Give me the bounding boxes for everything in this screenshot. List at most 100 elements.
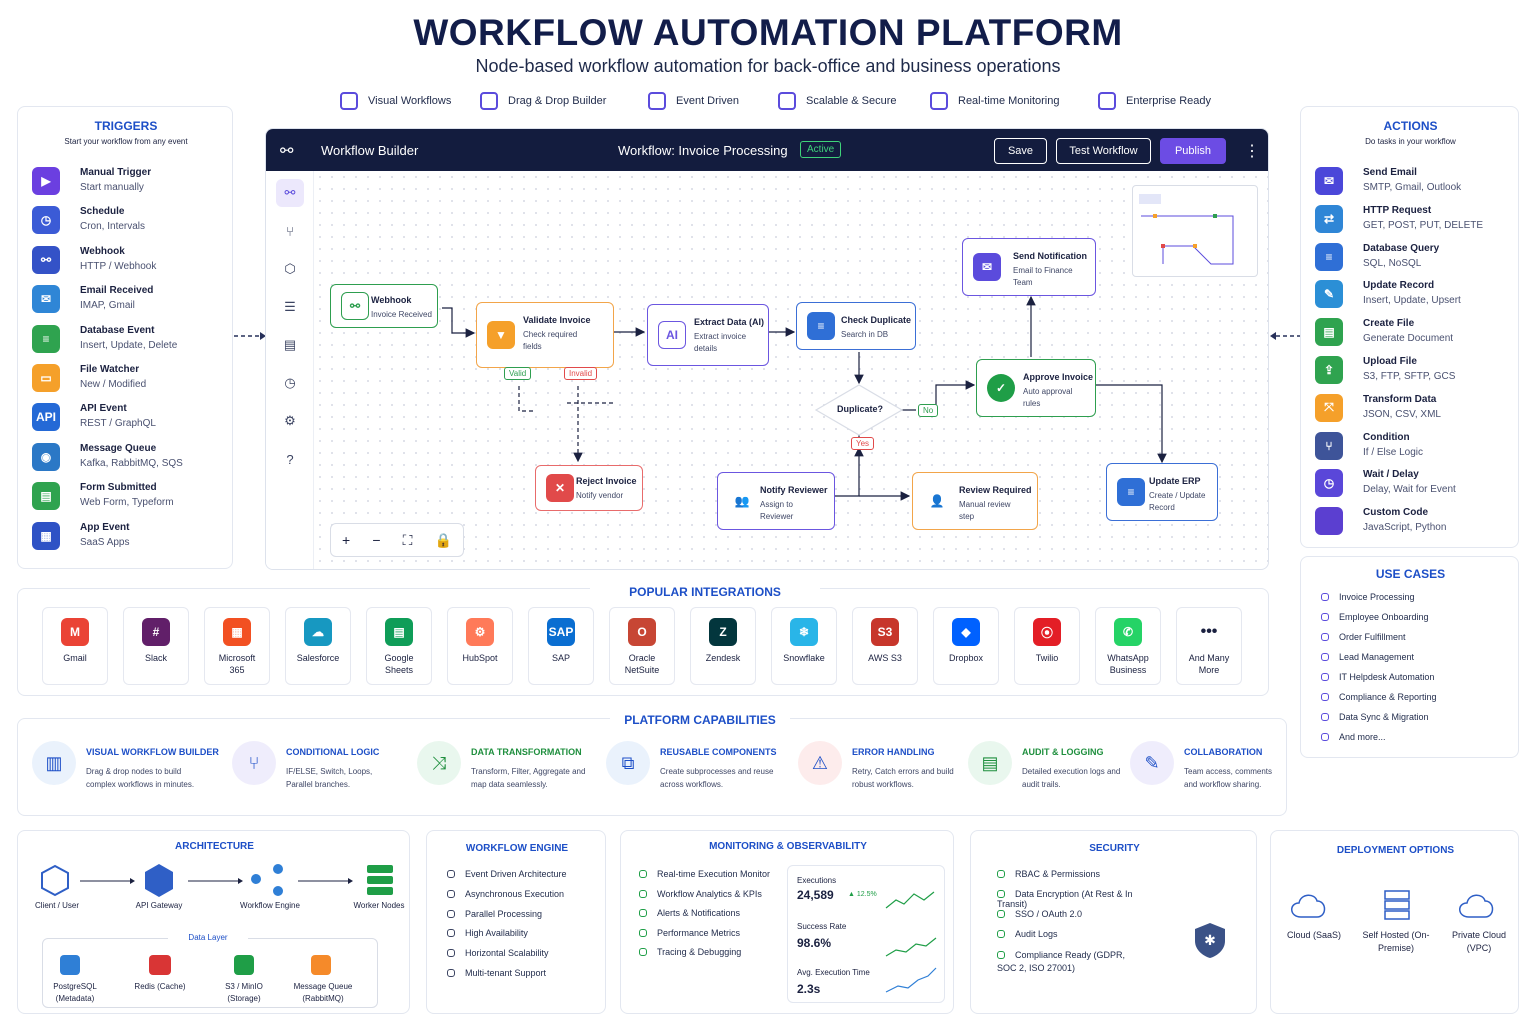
node-webhook[interactable]: ⚯ Webhook Invoice Received <box>330 284 438 328</box>
use-case-item[interactable]: Lead Management <box>1321 652 1414 662</box>
save-button[interactable]: Save <box>994 138 1047 164</box>
integration-and-many-more[interactable]: ••• And Many More <box>1176 607 1242 685</box>
mail-icon: ✉ <box>973 253 1001 281</box>
worker-nodes-icon <box>367 865 393 895</box>
monitoring-item-icon <box>639 909 647 918</box>
action-condition[interactable]: ⑂ Condition If / Else Logic <box>1315 430 1505 466</box>
node-validate-invoice[interactable]: ▼ Validate Invoice Check required fields <box>476 302 614 368</box>
redis-icon <box>149 955 171 975</box>
private-cloud-icon <box>1459 894 1494 918</box>
integration-gmail[interactable]: M Gmail <box>42 607 108 685</box>
integration-google-sheets[interactable]: ▤ Google Sheets <box>366 607 432 685</box>
trigger-database-event[interactable]: ≡ Database Event Insert, Update, Delete <box>32 323 222 359</box>
snowflake-logo-icon: ❄ <box>790 618 818 646</box>
integration-slack[interactable]: # Slack <box>123 607 189 685</box>
action-send-email[interactable]: ✉ Send Email SMTP, Gmail, Outlook <box>1315 165 1505 201</box>
monitor-icon <box>930 92 948 110</box>
branch-tool-icon[interactable]: ⑂ <box>286 223 294 239</box>
lock-icon[interactable]: 🔒 <box>434 531 452 548</box>
webhook-icon: ⚯ <box>341 292 369 320</box>
use-case-item[interactable]: Order Fulfillment <box>1321 632 1406 642</box>
fit-view-icon[interactable]: ⛶ <box>402 531 413 548</box>
use-case-item[interactable]: And more... <box>1321 732 1386 742</box>
node-send-notification[interactable]: ✉ Send Notification Email to Finance Tea… <box>962 238 1096 296</box>
nodes-tool-icon[interactable]: ⚯ <box>276 179 304 207</box>
triggers-panel: TRIGGERS Start your workflow from any ev… <box>17 106 233 569</box>
action-update-record[interactable]: ✎ Update Record Insert, Update, Upsert <box>1315 278 1505 314</box>
webhook-icon: ⚯ <box>32 245 60 274</box>
action-http-request[interactable]: ⇄ HTTP Request GET, POST, PUT, DELETE <box>1315 203 1505 239</box>
security-item-icon <box>997 890 1005 898</box>
architecture-panel: ARCHITECTURE Client / User API Gateway W… <box>17 830 410 1014</box>
metric-executions-delta: ▲ 12.5% <box>848 891 877 898</box>
cube-tool-icon[interactable]: ⬡ <box>284 261 296 276</box>
trigger-webhook[interactable]: ⚯ Webhook HTTP / Webhook <box>32 244 222 280</box>
integration-microsoft-365[interactable]: ▦ Microsoft 365 <box>204 607 270 685</box>
action-upload-file[interactable]: ⇪ Upload File S3, FTP, SFTP, GCS <box>1315 354 1505 390</box>
file-watcher-icon: ▭ <box>32 364 60 392</box>
trigger-manual-trigger[interactable]: ▶ Manual Trigger Start manually <box>32 165 222 201</box>
arch-workflow-engine-label: Workflow Engine <box>240 901 300 910</box>
engine-item-icon <box>447 909 455 918</box>
workflow-canvas[interactable]: ⚯ Webhook Invoice Received ▼ Validate In… <box>314 171 1268 569</box>
integration-hubspot[interactable]: ⚙ HubSpot <box>447 607 513 685</box>
node-reject-invoice[interactable]: ✕ Reject Invoice Notify vendor <box>535 465 643 511</box>
test-workflow-button[interactable]: Test Workflow <box>1056 138 1151 164</box>
node-extract-data[interactable]: AI Extract Data (AI) Extract invoice det… <box>647 304 769 366</box>
action-wait-delay[interactable]: ◷ Wait / Delay Delay, Wait for Event <box>1315 467 1505 503</box>
capability-conditional-logic: ⑂ CONDITIONAL LOGIC IF/ELSE, Switch, Loo… <box>232 735 402 805</box>
node-approve-invoice[interactable]: ✓ Approve Invoice Auto approval rules <box>976 359 1096 417</box>
use-case-item[interactable]: Data Sync & Migration <box>1321 712 1429 722</box>
integration-snowflake[interactable]: ❄ Snowflake <box>771 607 837 685</box>
integration-zendesk[interactable]: Z Zendesk <box>690 607 756 685</box>
settings-tool-icon[interactable]: ⚙ <box>284 413 296 428</box>
integration-sap[interactable]: SAP SAP <box>528 607 594 685</box>
security-item: Compliance Ready (GDPR, SOC 2, ISO 27001… <box>997 950 1126 973</box>
action-create-file[interactable]: ▤ Create File Generate Document <box>1315 316 1505 352</box>
api-event-icon: API <box>32 403 60 432</box>
use-case-item[interactable]: Employee Onboarding <box>1321 612 1429 622</box>
node-check-duplicate[interactable]: ≡ Check Duplicate Search in DB <box>796 302 916 350</box>
minimap[interactable] <box>1132 185 1258 277</box>
store-s3: S3 / MinIO (Storage) <box>225 982 263 1003</box>
security-item: SSO / OAuth 2.0 <box>997 909 1082 919</box>
action-database-query[interactable]: ≡ Database Query SQL, NoSQL <box>1315 241 1505 277</box>
trigger-file-watcher[interactable]: ▭ File Watcher New / Modified <box>32 362 222 398</box>
use-case-icon <box>1321 693 1329 701</box>
document-tool-icon[interactable]: ▤ <box>283 337 297 352</box>
help-tool-icon[interactable]: ? <box>286 451 294 467</box>
use-case-item[interactable]: IT Helpdesk Automation <box>1321 672 1434 682</box>
more-options-icon[interactable]: ⋮ <box>1244 143 1260 160</box>
node-update-erp[interactable]: ≡ Update ERP Create / Update Record <box>1106 463 1218 521</box>
trigger-app-event[interactable]: ▦ App Event SaaS Apps <box>32 520 222 556</box>
integration-twilio[interactable]: ⦿ Twilio <box>1014 607 1080 685</box>
trigger-email-received[interactable]: ✉ Email Received IMAP, Gmail <box>32 283 222 319</box>
integration-oracle-netsuite[interactable]: O Oracle NetSuite <box>609 607 675 685</box>
integration-dropbox[interactable]: ◆ Dropbox <box>933 607 999 685</box>
integration-salesforce[interactable]: ☁ Salesforce <box>285 607 351 685</box>
integration-whatsapp-business[interactable]: ✆ WhatsApp Business <box>1095 607 1161 685</box>
sliders-tool-icon[interactable]: ☰ <box>284 299 296 314</box>
server-icon <box>1384 890 1410 920</box>
engine-item: High Availability <box>447 928 528 938</box>
node-notify-reviewer[interactable]: 👥 Notify Reviewer Assign to Reviewer <box>717 472 835 530</box>
trigger-schedule[interactable]: ◷ Schedule Cron, Intervals <box>32 204 222 240</box>
history-tool-icon[interactable]: ◷ <box>284 375 296 390</box>
action-transform-data[interactable]: ⤧ Transform Data JSON, CSV, XML <box>1315 392 1505 428</box>
use-case-item[interactable]: Compliance & Reporting <box>1321 692 1437 702</box>
use-case-item[interactable]: Invoice Processing <box>1321 592 1415 602</box>
node-review-required[interactable]: 👤 Review Required Manual review step <box>912 472 1038 530</box>
twilio-logo-icon: ⦿ <box>1033 618 1061 646</box>
zoom-out-icon[interactable]: − <box>372 532 381 548</box>
trigger-api-event[interactable]: API API Event REST / GraphQL <box>32 401 222 437</box>
action-custom-code[interactable]: Custom Code JavaScript, Python <box>1315 505 1505 541</box>
security-item-icon <box>997 930 1005 938</box>
trigger-message-queue[interactable]: ◉ Message Queue Kafka, RabbitMQ, SQS <box>32 441 222 477</box>
trigger-form-submitted[interactable]: ▤ Form Submitted Web Form, Typeform <box>32 480 222 516</box>
integration-aws-s3[interactable]: S3 AWS S3 <box>852 607 918 685</box>
no-label: No <box>918 404 939 417</box>
zoom-in-icon[interactable]: + <box>342 532 351 548</box>
publish-button[interactable]: Publish <box>1160 138 1226 164</box>
metric-executions-label: Executions <box>797 876 837 885</box>
integrations-title: POPULAR INTEGRATIONS <box>590 585 820 599</box>
